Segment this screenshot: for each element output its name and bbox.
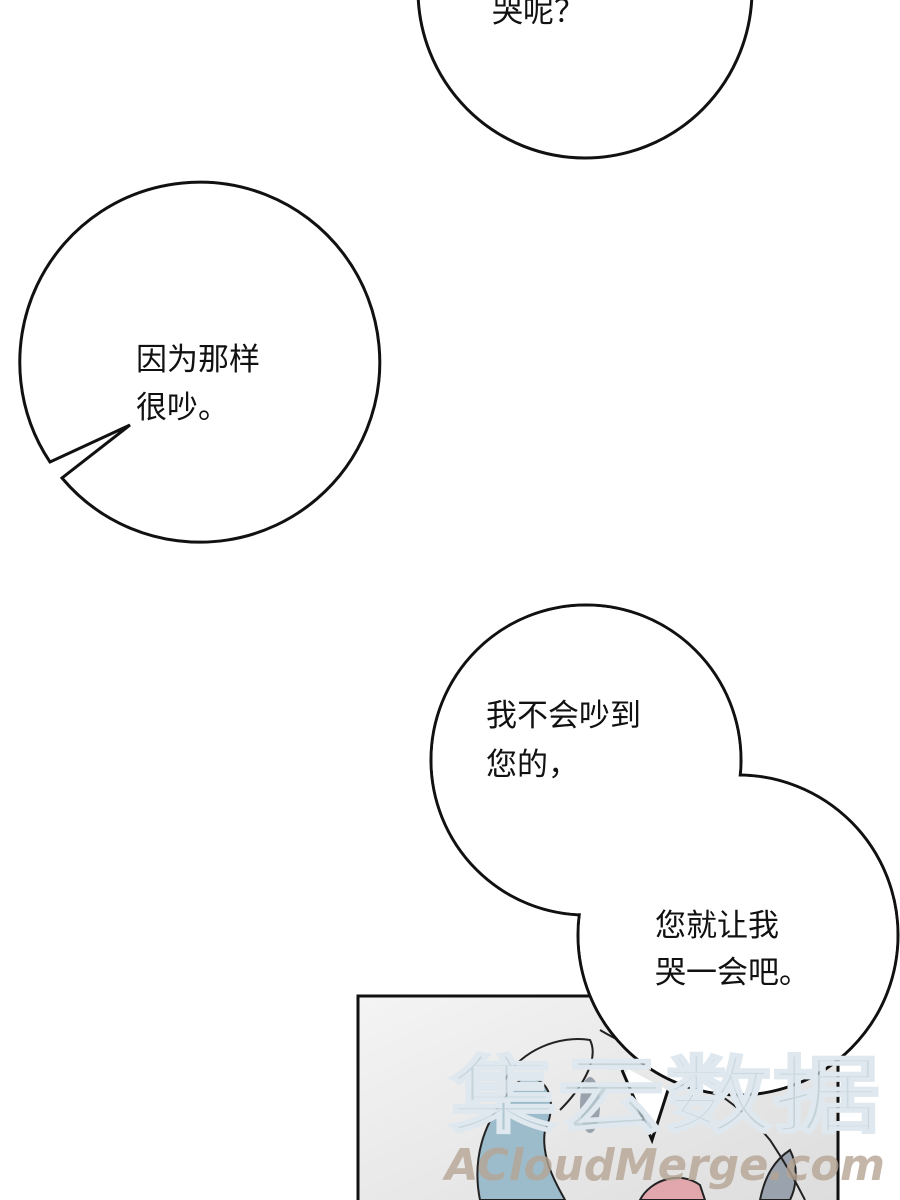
watermark-en: ACloudMerge.com (442, 1140, 885, 1191)
character-art (476, 1029, 806, 1200)
bubble-2-line-1: 因为那样 (136, 342, 260, 378)
watermark-cn: 集云数据 (449, 1047, 880, 1145)
speech-bubble-1: 哭呢？ (416, 0, 754, 160)
speech-bubble-3: 我不会吵到 您的， 您就让我 哭一会吧。 (429, 603, 900, 1145)
bubble-1-line-1: 哭呢？ (492, 0, 585, 30)
bubble-2-line-2: 很吵。 (136, 390, 229, 426)
bubble-4-line-2: 哭一会吧。 (655, 955, 810, 991)
bubble-3-line-1: 我不会吵到 (486, 698, 641, 734)
bubble-4-line-1: 您就让我 (655, 908, 779, 944)
bubble-3-line-2: 您的， (486, 747, 579, 783)
speech-bubble-2: 因为那样 很吵。 (18, 180, 382, 544)
watermark: 集云数据 ACloudMerge.com (442, 1046, 885, 1191)
